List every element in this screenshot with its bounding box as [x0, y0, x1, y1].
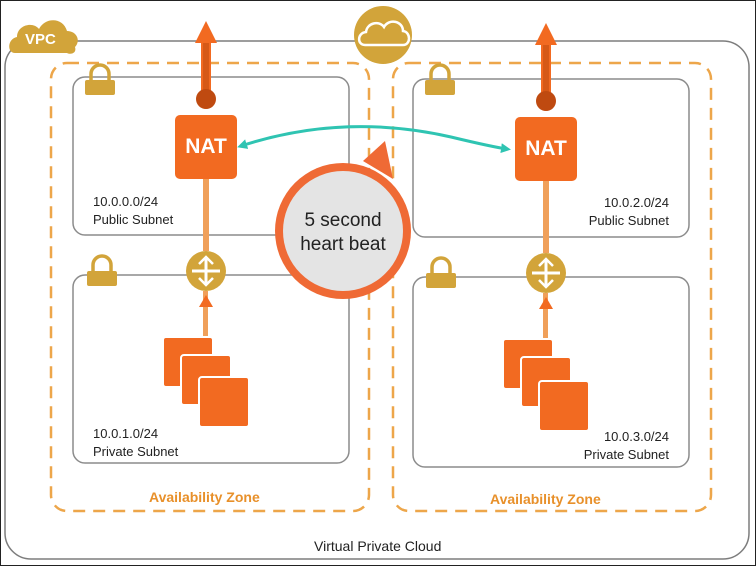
heartbeat-line-1: 5 second: [304, 210, 382, 231]
nat-box-2: [515, 117, 577, 181]
availability-zone-label: Availability Zone: [149, 489, 260, 505]
nat-label: NAT: [525, 137, 567, 160]
vpc-badge-label: VPC: [25, 31, 56, 48]
nat-label: NAT: [185, 135, 227, 158]
lock-icon: [85, 63, 115, 95]
vpc-container: [4, 40, 750, 560]
public-subnet-cidr: 10.0.0.0/24: [93, 194, 159, 209]
instance-stack-icon: [162, 336, 250, 428]
availability-zone-label: Availability Zone: [490, 491, 601, 507]
router-icon: [526, 253, 566, 293]
nat-connector: [543, 181, 549, 253]
internet-arrow-icon: [535, 23, 557, 111]
router-arrowhead: [539, 297, 553, 309]
lock-icon: [426, 256, 456, 288]
cloud-icon: [354, 6, 412, 64]
private-subnet-name: Private Subnet: [93, 444, 179, 459]
lock-icon: [87, 254, 117, 286]
router-icon: [186, 251, 226, 291]
heartbeat-arrow: [237, 125, 511, 154]
nat-connector: [203, 179, 209, 251]
heartbeat-bubble: [275, 141, 411, 299]
public-subnet-name: Public Subnet: [588, 213, 669, 228]
internet-arrow-icon: [195, 21, 217, 109]
router-connector: [543, 293, 548, 339]
instance-stack-icon: [502, 338, 590, 432]
lock-icon: [425, 63, 455, 95]
private-subnet-cidr: 10.0.3.0/24: [603, 429, 669, 444]
public-subnet-name: Public Subnet: [93, 212, 174, 227]
vpc-name-label: Virtual Private Cloud: [314, 538, 442, 554]
nat-box-1: [175, 115, 237, 179]
public-subnet-cidr: 10.0.2.0/24: [603, 195, 669, 210]
router-arrowhead: [199, 295, 213, 307]
availability-zone-2: [391, 61, 713, 513]
private-subnet-cidr: 10.0.1.0/24: [93, 426, 159, 441]
heartbeat-line-2: heart beat: [300, 234, 386, 255]
router-connector: [203, 291, 208, 337]
private-subnet-name: Private Subnet: [583, 447, 669, 462]
vpc-cloud-icon: [9, 20, 78, 54]
